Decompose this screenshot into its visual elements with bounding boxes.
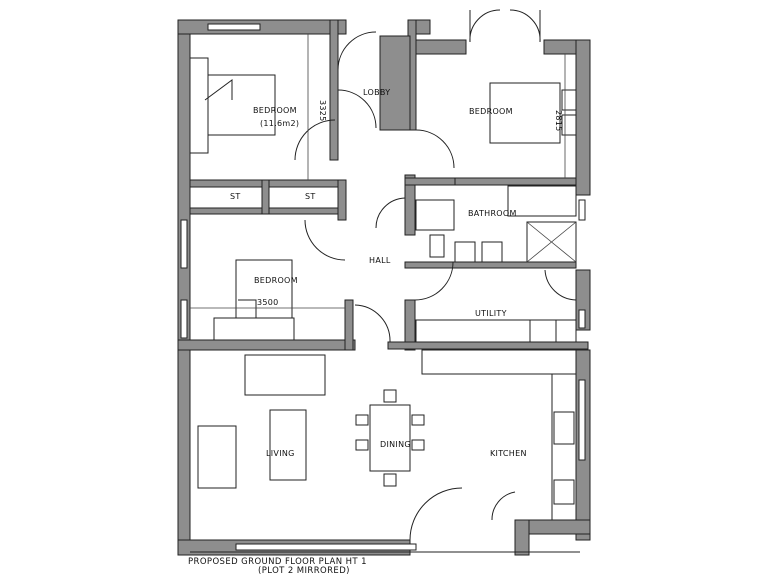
plan-subtitle: (PLOT 2 MIRRORED) bbox=[258, 566, 350, 576]
dimension-bedroom2: 2815 bbox=[554, 110, 563, 132]
plan-title: PROPOSED GROUND FLOOR PLAN HT 1 bbox=[188, 557, 367, 567]
room-label-store2: ST bbox=[305, 192, 316, 201]
room-label-living: LIVING bbox=[266, 449, 295, 458]
room-label-bedroom2: BEDROOM bbox=[469, 107, 513, 116]
dimension-bedroom3: 3500 bbox=[257, 298, 279, 307]
room-label-bedroom1: BEDROOM bbox=[253, 106, 297, 115]
room-label-dining: DINING bbox=[380, 440, 411, 449]
dimension-bedroom1: 3325 bbox=[318, 100, 327, 122]
room-label-kitchen: KITCHEN bbox=[490, 449, 527, 458]
windows bbox=[180, 23, 586, 551]
dimension-lines bbox=[190, 34, 580, 553]
doors bbox=[294, 9, 577, 541]
room-label-store1: ST bbox=[230, 192, 241, 201]
room-label-bedroom3: BEDROOM bbox=[254, 276, 298, 285]
room-label-utility: UTILITY bbox=[475, 309, 507, 318]
room-area-bedroom1: (11.6m2) bbox=[260, 119, 299, 128]
room-label-lobby: LOBBY bbox=[363, 88, 390, 97]
room-label-hall: HALL bbox=[369, 256, 391, 265]
room-label-bathroom: BATHROOM bbox=[468, 209, 517, 218]
furniture bbox=[189, 57, 577, 521]
